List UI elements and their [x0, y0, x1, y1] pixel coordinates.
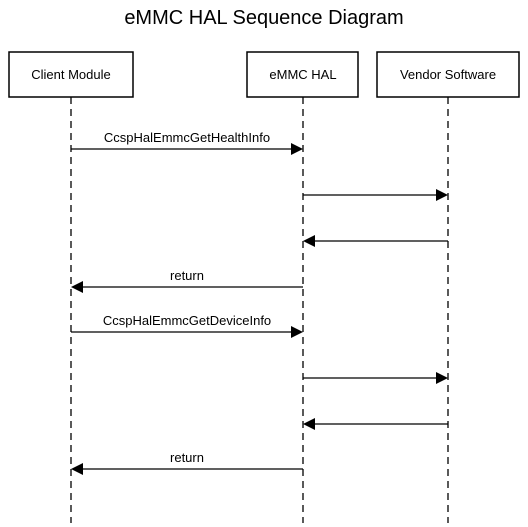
arrowhead-icon	[291, 143, 303, 155]
arrowhead-icon	[303, 418, 315, 430]
message	[303, 235, 448, 247]
participant-label: eMMC HAL	[269, 67, 336, 82]
participant-box	[8, 51, 134, 98]
participant-boxes: Client Module eMMC HAL Vendor Software	[8, 51, 520, 98]
arrowhead-icon	[436, 189, 448, 201]
arrowhead-icon	[303, 235, 315, 247]
message: return	[71, 268, 303, 293]
message	[303, 418, 448, 430]
message	[303, 372, 448, 384]
message: return	[71, 450, 303, 475]
participant-vendor-software: Vendor Software	[376, 51, 520, 98]
message	[303, 189, 448, 201]
message-label: CcspHalEmmcGetDeviceInfo	[103, 313, 271, 328]
message: CcspHalEmmcGetHealthInfo	[71, 130, 303, 155]
arrowhead-icon	[291, 326, 303, 338]
message-label: return	[170, 268, 204, 283]
lifelines	[70, 97, 449, 523]
messages: CcspHalEmmcGetHealthInforeturnCcspHalEmm…	[71, 130, 448, 475]
message-label: CcspHalEmmcGetHealthInfo	[104, 130, 270, 145]
participant-label: Vendor Software	[400, 67, 496, 82]
participant-emmc-hal: eMMC HAL	[246, 51, 359, 98]
message-label: return	[170, 450, 204, 465]
diagram-title: eMMC HAL Sequence Diagram	[124, 7, 403, 29]
arrowhead-icon	[71, 281, 83, 293]
participant-box	[376, 51, 520, 98]
participant-box	[246, 51, 359, 98]
arrowhead-icon	[436, 372, 448, 384]
participant-label: Client Module	[31, 67, 111, 82]
arrowhead-icon	[71, 463, 83, 475]
message: CcspHalEmmcGetDeviceInfo	[71, 313, 303, 338]
participant-client-module: Client Module	[8, 51, 134, 98]
